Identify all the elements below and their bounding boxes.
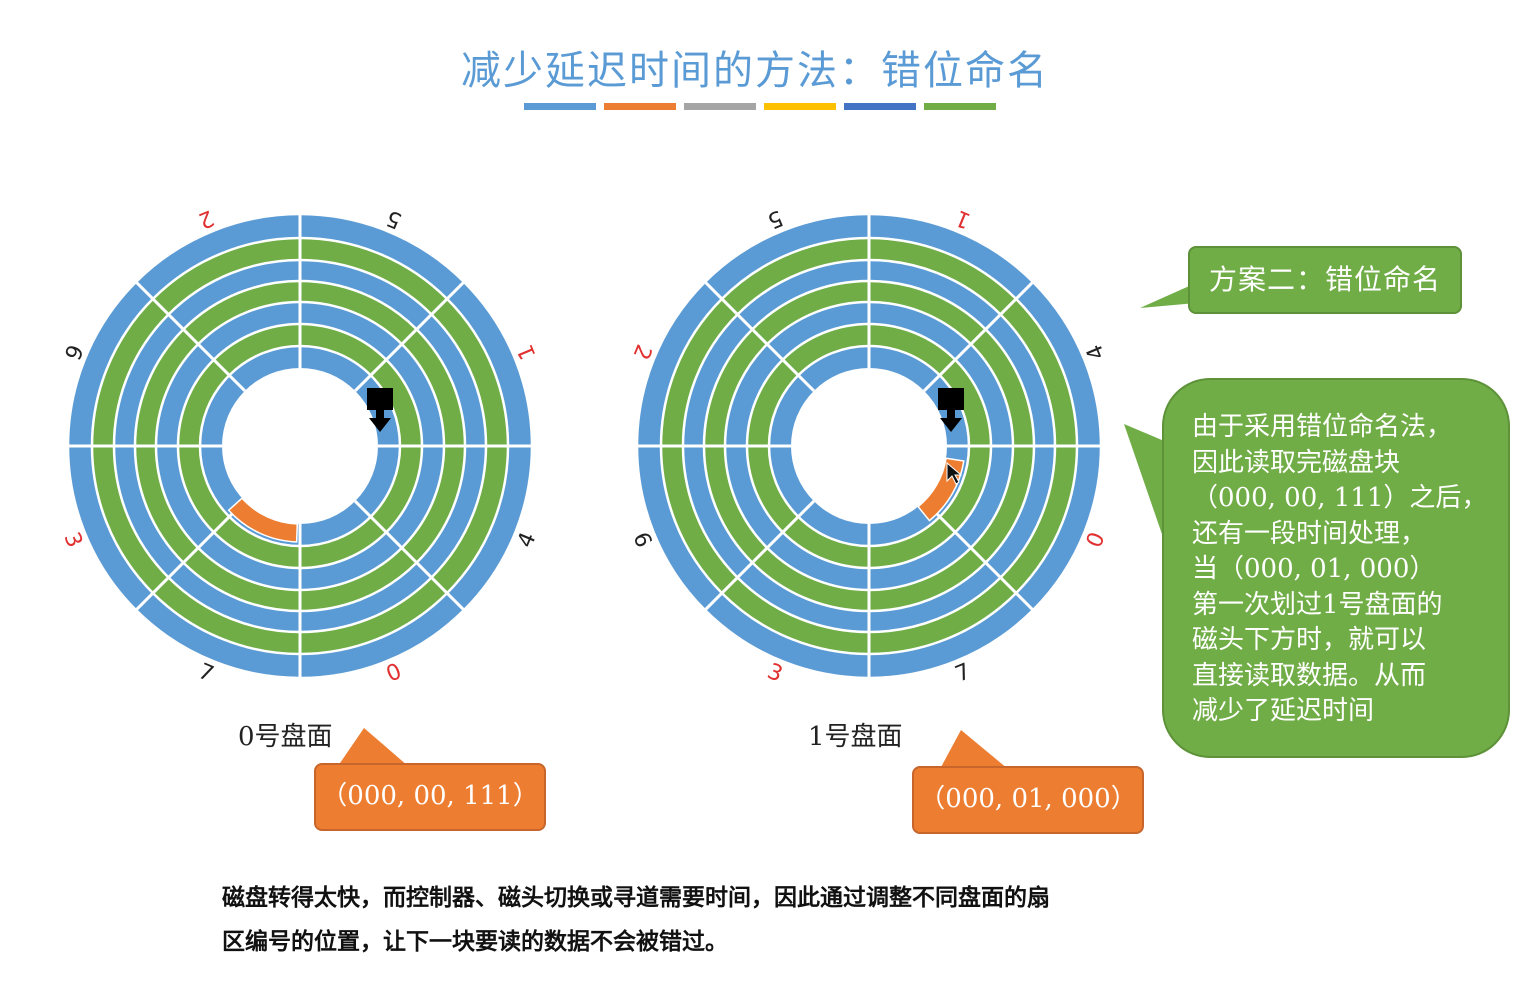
head-body-icon [367,388,393,410]
summary-line: 磁盘转得太快，而控制器、磁头切换或寻道需要时间，因此通过调整不同盘面的扇 [222,885,1050,911]
sector-number: 1 [952,204,975,232]
title-bar [524,103,596,110]
sector-number: 7 [952,659,975,687]
disk1-label: 1号盘面 [808,722,903,752]
title-bar [604,103,676,110]
head-stem-icon [947,408,955,424]
sector-divider [703,500,815,612]
explanation-line: 还有一段时间处理， [1192,518,1427,549]
sector-number: 2 [627,341,655,364]
sector-number: 6 [627,529,655,552]
summary-text: 磁盘转得太快，而控制器、磁头切换或寻道需要时间，因此通过调整不同盘面的扇 区编号… [222,876,1222,964]
title-bar [684,103,756,110]
disk1-block-callout: （000, 01, 000） [912,766,1144,834]
highlighted-sector [227,497,299,543]
sector-number: 5 [383,204,406,232]
sector-number: 1 [513,341,541,364]
disk-platter-1: 1 4 0 7 3 6 2 5 [627,204,1110,687]
sector-number: 2 [195,204,218,232]
mouse-cursor-icon [946,461,963,485]
sector-number: 6 [58,341,86,364]
title-bar [844,103,916,110]
sector-divider [134,500,246,612]
head-body-icon [938,388,964,410]
explanation-line: 减少了延迟时间 [1192,696,1375,726]
summary-line: 区编号的位置，让下一块要读的数据不会被错过。 [222,929,728,955]
explanation-line: 第一次划过1号盘面的 [1192,589,1443,620]
sector-number: 0 [383,659,406,687]
sector-divider [923,280,1035,392]
sector-divider [703,280,815,392]
explanation-line: 磁头下方时，就可以 [1192,625,1427,655]
sector-number: 5 [764,204,787,232]
disk0-block-callout: （000, 00, 111） [314,763,546,831]
explanation-line: 直接读取数据。从而 [1192,660,1427,691]
sector-divider [354,280,466,392]
sector-divider [923,500,1035,612]
explanation-line: 因此读取完磁盘块 [1192,447,1401,478]
explanation-line: 由于采用错位命名法， [1192,412,1453,442]
title-bar [764,103,836,110]
explanation-line: （000, 00, 111）之后， [1192,483,1488,513]
sector-divider [134,280,246,392]
scheme-callout: 方案二：错位命名 [1188,246,1462,314]
disk0-label: 0号盘面 [238,722,333,752]
disk1-callout-pointer [940,730,1008,769]
head-arrow-icon [940,418,962,432]
head-arrow-icon [369,418,391,432]
sector-number: 3 [58,529,86,552]
sector-number: 0 [1082,529,1110,552]
sector-number: 4 [1082,341,1110,364]
sector-number: 3 [764,659,787,687]
disk-hub [222,368,378,524]
disk-platter-0: 5 1 4 0 7 3 6 2 [58,204,541,687]
disk0-callout-pointer [338,728,408,766]
scheme-callout-pointer [1140,283,1196,308]
sector-number: 4 [513,529,541,552]
explanation-line: 当（000, 01, 000） [1192,554,1436,584]
explanation-callout: 由于采用错位命名法， 因此读取完磁盘块 （000, 00, 111）之后， 还有… [1162,378,1510,758]
head-stem-icon [376,408,384,424]
sector-number: 7 [195,659,218,687]
sector-divider [354,500,466,612]
page-title: 减少延迟时间的方法：错位命名 [461,48,1049,94]
title-bar [924,103,996,110]
disk-hub [791,368,947,524]
